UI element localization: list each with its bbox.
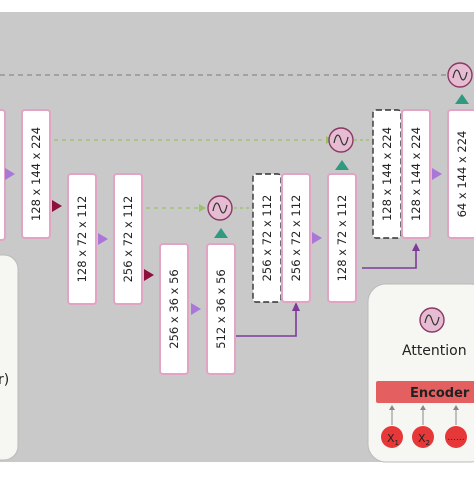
tilde-circle-icon: [333, 134, 349, 146]
conv-arrow-icon: [432, 168, 442, 180]
conv-arrow-icon: [312, 232, 322, 244]
tilde-circle-icon: [452, 69, 468, 81]
token-x2: X2: [412, 426, 434, 448]
downsample-arrow-icon: [52, 200, 62, 212]
left-panel-fragment: r): [0, 372, 9, 388]
block-label: 128 x 72 x 112: [75, 196, 89, 283]
block-dec-l1-skip: 128 x 144 x 224: [372, 109, 402, 239]
block-label: 128 x 144 x 224: [380, 127, 394, 221]
token-sub: 1: [395, 439, 399, 447]
token-x1: X1: [381, 426, 403, 448]
upsample-arrow-icon: [214, 228, 228, 238]
upsample-connector-arrow-level3-icon: [292, 302, 300, 311]
block-label: 128 x 144 x 224: [409, 127, 423, 221]
token-ellipsis: ......: [445, 426, 467, 448]
conv-arrow-icon: [98, 233, 108, 245]
block-dec-l2-b: 128 x 72 x 112: [327, 173, 357, 303]
token-arrow-icon: [420, 405, 426, 410]
block-enc-l3-b: 512 x 36 x 56: [206, 243, 236, 375]
block-enc-l2-a: 128 x 72 x 112: [67, 173, 97, 305]
block-dec-l2-skip: 256 x 72 x 112: [252, 173, 282, 303]
legend-left-panel: r): [0, 254, 19, 461]
block-enc-l2-b: 256 x 72 x 112: [113, 173, 143, 305]
block-label: 256 x 72 x 112: [260, 195, 274, 282]
token-base: X: [387, 432, 395, 445]
block-dec-l1-a: 128 x 144 x 224: [401, 109, 431, 239]
svg-text:X1: X1: [387, 432, 399, 447]
upsample-connector-level3: [235, 310, 297, 337]
skip-arrow-level2-icon: [199, 204, 206, 212]
token-arrow-icon: [389, 405, 395, 410]
attention-gate-top: [447, 62, 473, 88]
upsample-connector-level2: [362, 250, 417, 269]
block-dec-l1-out: 64 x 144 x 224: [447, 109, 474, 239]
legend-attention-label: Attention: [402, 343, 467, 359]
block-label: 128 x 72 x 112: [335, 195, 349, 282]
token-arrow-icon: [453, 405, 459, 410]
downsample-arrow-icon: [144, 269, 154, 281]
upsample-arrow-icon: [455, 94, 469, 104]
upsample-connector-arrow-level2-icon: [412, 243, 420, 251]
conv-arrow-icon: [191, 303, 201, 315]
attention-gate-level1: [328, 127, 354, 153]
tilde-circle-icon: [424, 314, 440, 326]
token-base: X: [418, 432, 426, 445]
encoder-bar: [376, 381, 474, 403]
block-enc-l3-a: 256 x 36 x 56: [159, 243, 189, 375]
block-label: 512 x 36 x 56: [214, 269, 228, 348]
block-label: 128 x 144 x 224: [29, 127, 43, 221]
legend-right-panel: Attention Encoder X1 X2 ......: [367, 283, 474, 463]
block-label: 64 x 144 x 224: [455, 131, 469, 218]
block-enc-l1-cut: [0, 109, 6, 241]
upsample-arrow-icon: [335, 160, 349, 170]
token-ellipsis-text: ......: [447, 433, 464, 443]
block-label: 256 x 36 x 56: [167, 269, 181, 348]
block-label: 256 x 72 x 112: [121, 196, 135, 283]
block-label: 256 x 72 x 112: [289, 195, 303, 282]
block-dec-l2-a: 256 x 72 x 112: [281, 173, 311, 303]
block-enc-l1-top: 128 x 144 x 224: [21, 109, 51, 239]
token-sub: 2: [426, 439, 430, 447]
encoder-label: Encoder: [410, 386, 470, 401]
tilde-circle-icon: [212, 202, 228, 214]
attention-gate-level2: [207, 195, 233, 221]
conv-arrow-icon: [5, 168, 15, 180]
svg-text:X2: X2: [418, 432, 430, 447]
